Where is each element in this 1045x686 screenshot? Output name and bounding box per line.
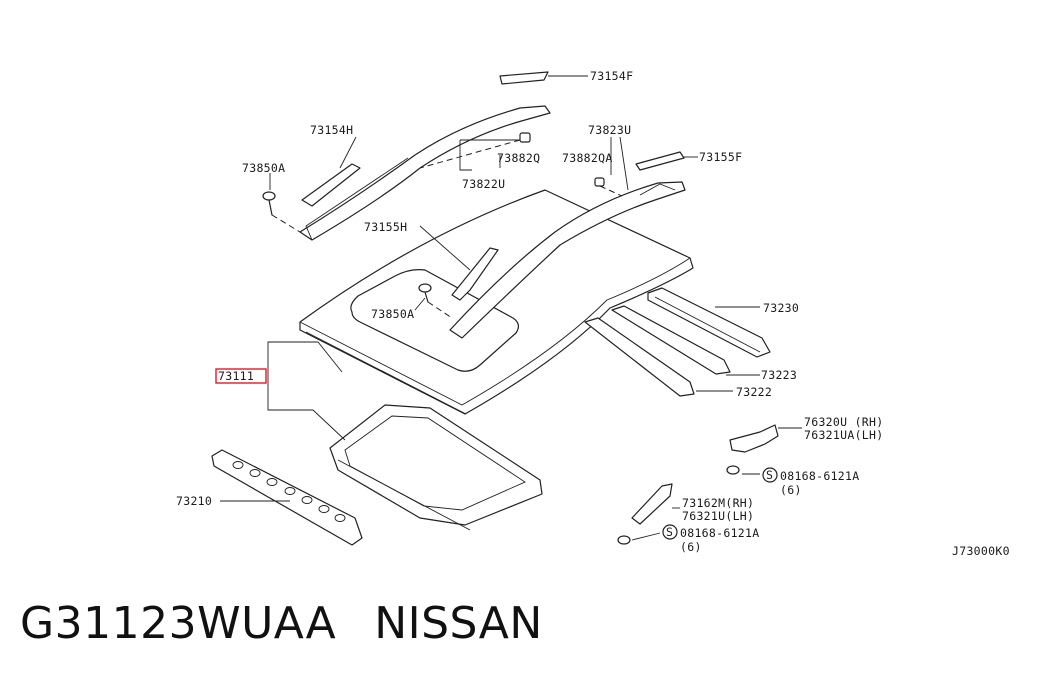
- callout-73162m: 73162M(RH): [682, 496, 754, 510]
- clip-73882q-shape: [519, 132, 605, 187]
- highlight-box-73111: [215, 368, 267, 384]
- callout-73823u: 73823U: [588, 123, 631, 137]
- bolt-73850a-mid-shape: [418, 283, 453, 319]
- callout-08168-a-qty: (6): [780, 483, 802, 497]
- callout-73154h: 73154H: [310, 123, 353, 137]
- s-symbol-b: S: [662, 524, 678, 540]
- header-holes: [232, 461, 346, 522]
- reinforcement-73223-shape: [611, 305, 731, 375]
- diagram-code: J73000K0: [952, 544, 1010, 558]
- callout-73210: 73210: [176, 494, 212, 508]
- caption-brand: NISSAN: [374, 598, 543, 649]
- callout-73155h: 73155H: [364, 220, 407, 234]
- callout-08168-b: 08168-6121A: [680, 526, 759, 540]
- callout-73822u: 73822U: [462, 177, 505, 191]
- callout-76321ua: 76321UA(LH): [804, 428, 883, 442]
- callout-73111: 73111: [218, 369, 254, 383]
- molding-73155f-shape: [635, 151, 685, 171]
- molding-73154f-shape: [499, 71, 549, 85]
- reinforcement-73222-shape: [584, 317, 695, 397]
- s-symbol-b-text: S: [666, 525, 673, 539]
- callout-73230: 73230: [763, 301, 799, 315]
- callout-76321u: 76321U(LH): [682, 509, 754, 523]
- reinforcement-73230-shape: [647, 287, 771, 358]
- s-symbol-a-text: S: [766, 468, 773, 482]
- molding-73155h-shape: [451, 247, 499, 301]
- callout-73154f: 73154F: [590, 69, 633, 83]
- callout-73223: 73223: [761, 368, 797, 382]
- callout-73850a-mid: 73850A: [371, 307, 414, 321]
- sunroof-frame-shape: [329, 404, 543, 531]
- roof-rail-right-shape: [449, 151, 686, 339]
- callout-73882qa: 73882QA: [562, 151, 613, 165]
- callout-73155f: 73155F: [699, 150, 742, 164]
- bolt-73850a-top-shape: [262, 191, 301, 233]
- callout-76320u: 76320U (RH): [804, 415, 883, 429]
- callout-08168-a: 08168-6121A: [780, 469, 859, 483]
- callout-73222: 73222: [736, 385, 772, 399]
- molding-73154h-shape: [301, 163, 361, 207]
- roof-rail-left-shape: [299, 71, 551, 241]
- callout-73882q: 73882Q: [497, 151, 540, 165]
- bracket-76320u-shape: [726, 424, 779, 475]
- caption-part-number: G31123WUAA: [20, 598, 337, 649]
- callout-08168-b-qty: (6): [680, 540, 702, 554]
- s-symbol-a: S: [762, 467, 778, 483]
- front-header-73210-shape: [211, 449, 363, 546]
- leader-lines: [220, 75, 802, 541]
- caption: G31123WUAA NISSAN: [20, 598, 543, 649]
- bracket-73162m-shape: [617, 483, 673, 545]
- callout-73850a-top: 73850A: [242, 161, 285, 175]
